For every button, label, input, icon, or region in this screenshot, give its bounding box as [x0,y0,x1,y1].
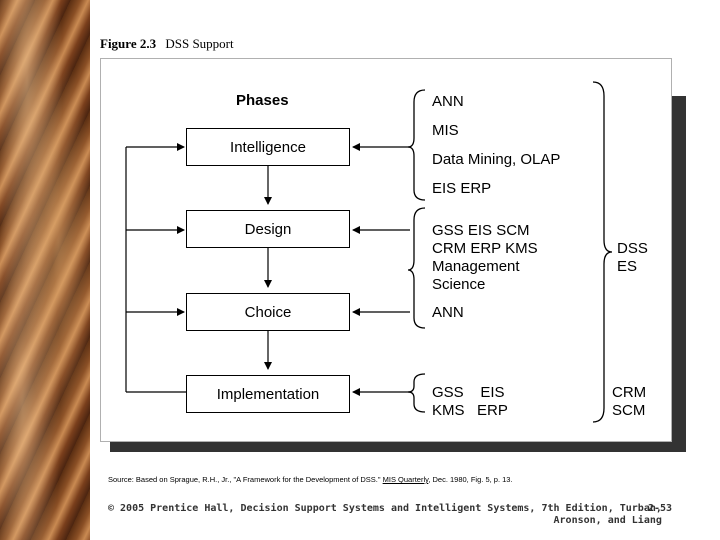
wood-texture-sidebar [0,0,90,540]
footer-line-2: Aronson, and Liang [553,515,662,526]
overall-support-item: ES [617,258,638,275]
phase-label: Design [244,220,292,238]
source-suffix: , Dec. 1980, Fig. 5, p. 13. [428,475,513,484]
phase-box-design: Design [186,210,350,248]
implementation-support-item: CRM [612,384,647,401]
support-item: MIS [432,122,459,139]
source-prefix: Source: Based on Sprague, R.H., Jr., "A … [108,475,381,484]
support-item: Data Mining, OLAP [432,151,561,168]
support-item: ANN [432,304,464,321]
footer-line-1: © 2005 Prentice Hall, Decision Support S… [108,503,662,514]
phase-box-implementation: Implementation [186,375,350,413]
implementation-support-item: SCM [612,402,646,419]
support-item: Science [432,276,486,293]
brace-intelligence-tools [407,89,426,201]
phases-heading: Phases [236,92,289,109]
figure-title: DSS Support [165,36,234,51]
support-item: EIS ERP [432,180,492,197]
brace-overall-support [592,81,613,423]
phase-box-choice: Choice [186,293,350,331]
support-item: ANN [432,93,464,110]
source-citation: Source: Based on Sprague, R.H., Jr., "A … [108,475,513,484]
figure-caption: Figure 2.3 DSS Support [100,36,234,52]
brace-design-choice-tools [407,207,426,329]
support-item: GSS EIS SCM [432,222,530,239]
source-journal: MIS Quarterly [382,475,429,484]
page-number: 2-53 [648,503,673,514]
support-item: GSS EIS [432,384,505,401]
footer-copyright: © 2005 Prentice Hall, Decision Support S… [108,503,662,527]
phase-label: Choice [244,303,292,321]
overall-support-item: DSS [617,240,648,257]
support-item: Management [432,258,520,275]
brace-implementation-tools [407,373,426,413]
support-item: KMS ERP [432,402,508,419]
phase-label: Implementation [216,385,320,403]
support-item: CRM ERP KMS [432,240,538,257]
figure-number: Figure 2.3 [100,36,157,51]
phase-label: Intelligence [230,138,306,156]
phase-box-intelligence: Intelligence [186,128,350,166]
